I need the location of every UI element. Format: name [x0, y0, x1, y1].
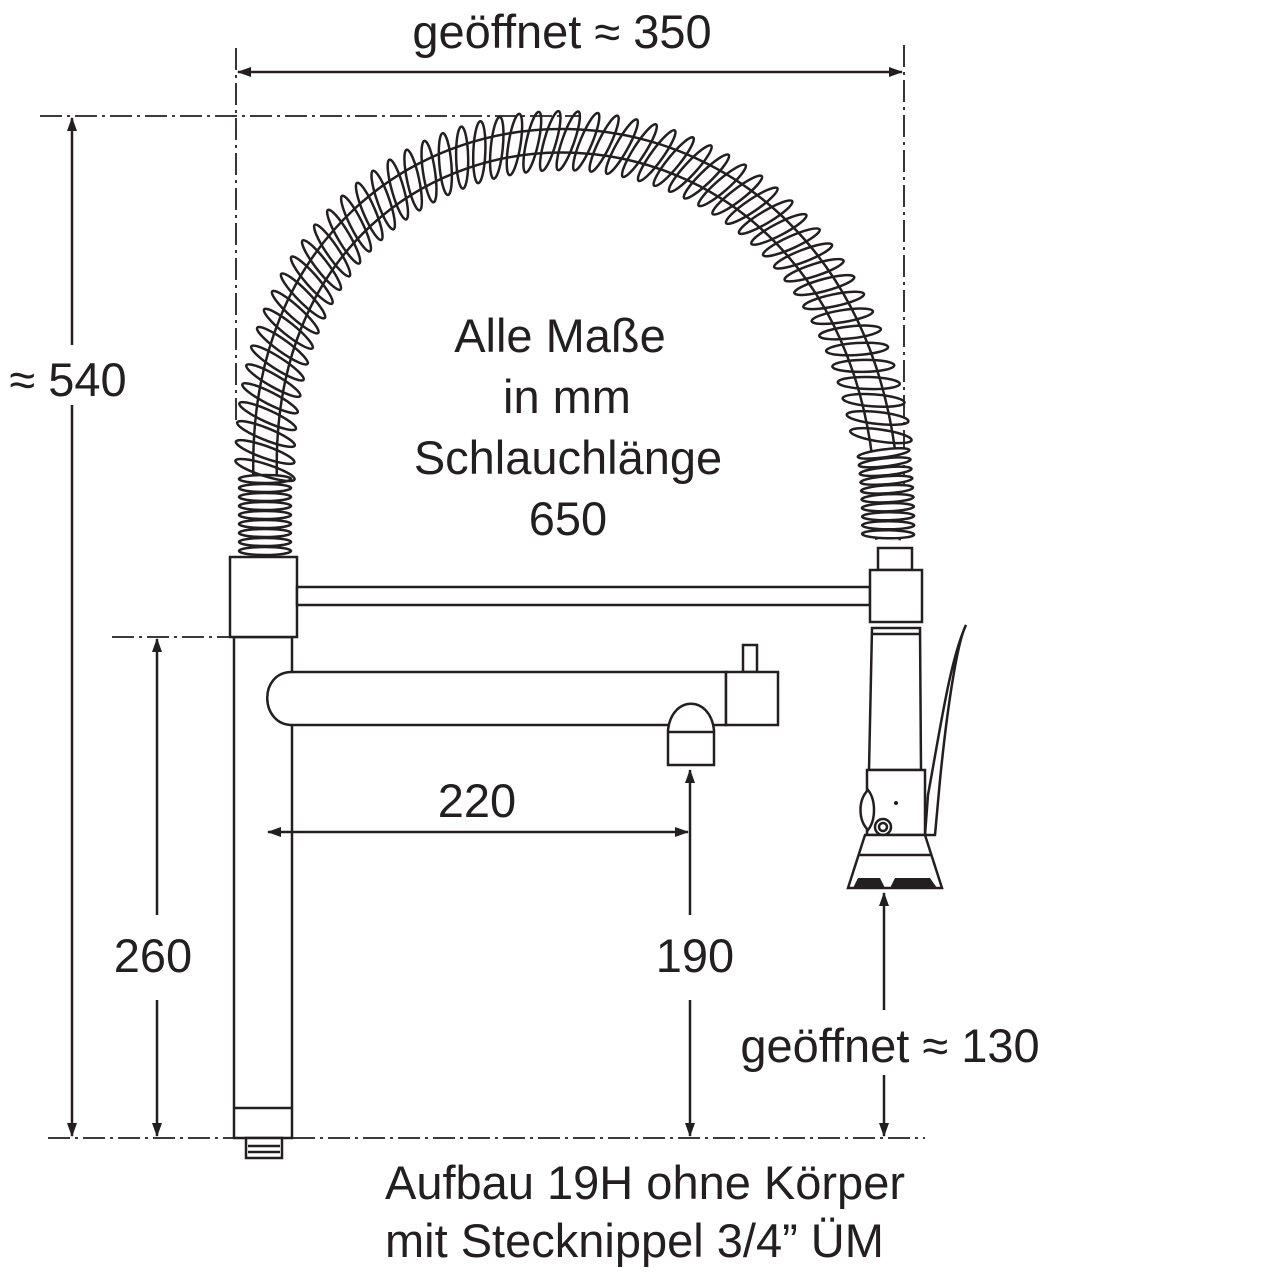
- spray-cone: [846, 833, 944, 890]
- spring-coil: [454, 125, 470, 190]
- spring-coil: [237, 482, 293, 494]
- spring-coil: [750, 212, 808, 246]
- spring-coil: [237, 491, 293, 503]
- spring-coil: [237, 509, 293, 521]
- spring-coil: [386, 158, 410, 221]
- spring-coil: [279, 272, 327, 320]
- label-mount-height: 260: [114, 929, 192, 982]
- spring-coil: [339, 194, 373, 253]
- spring-coil: [860, 519, 916, 531]
- label-spray-height: geöffnet ≈ 130: [740, 1019, 1039, 1072]
- plug-nipple: [244, 1136, 284, 1160]
- caption-line-1: Aufbau 19H ohne Körper: [385, 1156, 905, 1209]
- notes: Alle Maße in mm Schlauchlänge 650: [414, 309, 722, 545]
- note-line-3: Schlauchlänge: [414, 431, 722, 484]
- spout: [266, 670, 728, 727]
- spring-coil: [235, 419, 297, 449]
- spring-coil: [636, 128, 677, 183]
- spout-block: [724, 670, 780, 727]
- spring-coil: [711, 174, 764, 216]
- spring-coil: [588, 114, 620, 173]
- spring-coil: [244, 363, 302, 399]
- spring-coil: [237, 536, 293, 548]
- spring-coil: [836, 375, 902, 391]
- aerator: [666, 702, 716, 767]
- spring-coil: [793, 273, 856, 297]
- spring-coil: [238, 400, 298, 432]
- note-line-4: 650: [529, 492, 607, 545]
- reference-lines: [40, 45, 925, 1139]
- spring-coil: [802, 290, 866, 311]
- spring-coil: [255, 325, 310, 366]
- spring-coil: [848, 426, 913, 445]
- spring-coil: [522, 110, 543, 174]
- spring-coil: [682, 153, 731, 200]
- spring-coil: [667, 144, 713, 194]
- spring-coil: [237, 518, 293, 530]
- holder-bar: [295, 585, 872, 607]
- spring-coil: [289, 255, 334, 306]
- spring-coil: [571, 111, 601, 172]
- spring-coil: [249, 344, 305, 382]
- lever: [923, 624, 968, 837]
- spring-coil: [354, 181, 384, 242]
- spring-coil: [237, 527, 293, 539]
- spring-coil: [237, 545, 293, 557]
- spring-coil: [810, 307, 875, 326]
- spring-coil: [538, 109, 562, 173]
- spring-coil: [724, 186, 779, 226]
- spring-coil: [471, 119, 487, 185]
- spring-coil: [697, 163, 748, 208]
- spray-head: [846, 546, 968, 890]
- spring-coil: [505, 112, 524, 177]
- spring-coil: [403, 148, 424, 212]
- spring-coil: [860, 528, 916, 540]
- spring-coil: [841, 392, 906, 409]
- spring-coil: [300, 238, 343, 292]
- spring-coil: [860, 501, 916, 513]
- spring-coil: [737, 199, 794, 236]
- spring-coil: [604, 118, 640, 176]
- spring-coil: [555, 110, 582, 172]
- spring-coil: [783, 257, 845, 283]
- spring-coil: [488, 115, 505, 180]
- spring-coil: [761, 227, 821, 258]
- spring-coil: [620, 123, 659, 179]
- label-open-width: geöffnet ≈ 350: [412, 5, 711, 58]
- spring-coil: [831, 358, 896, 374]
- spring-coil: [772, 242, 834, 270]
- spring-coil: [652, 135, 696, 188]
- spring-coil: [860, 510, 916, 522]
- head-block-right: [868, 568, 924, 624]
- spring-coil: [241, 381, 300, 415]
- head-block-left: [228, 555, 299, 639]
- spring-coil: [845, 409, 910, 427]
- spring-coil: [237, 500, 293, 512]
- faucet-body: [228, 555, 872, 1160]
- label-total-height: ≈ 540: [9, 353, 126, 406]
- spring-coil: [270, 289, 320, 335]
- label-outlet-height: 190: [656, 929, 734, 982]
- caption-line-2: mit Stecknippel 3/4” ÜM: [385, 1214, 884, 1267]
- spring-coil: [437, 131, 454, 197]
- spring-coil: [824, 341, 890, 357]
- label-spout-reach: 220: [438, 774, 516, 827]
- spring-coil: [262, 307, 315, 350]
- spring-coil: [370, 169, 397, 231]
- spring-coil: [234, 438, 296, 466]
- note-line-2: in mm: [503, 370, 631, 423]
- note-line-1: Alle Maße: [454, 309, 666, 362]
- spout-knob: [741, 643, 759, 674]
- caption: Aufbau 19H ohne Körper mit Stecknippel 3…: [385, 1156, 905, 1267]
- spring-coil: [325, 208, 362, 265]
- spring-coil: [818, 324, 883, 341]
- spring-coil: [312, 223, 352, 278]
- spring-hose: [234, 109, 916, 557]
- spring-coils: [234, 109, 916, 557]
- dimension-lines: [0, 67, 1065, 1137]
- spring-coil: [420, 139, 438, 204]
- spring-coil: [234, 457, 296, 483]
